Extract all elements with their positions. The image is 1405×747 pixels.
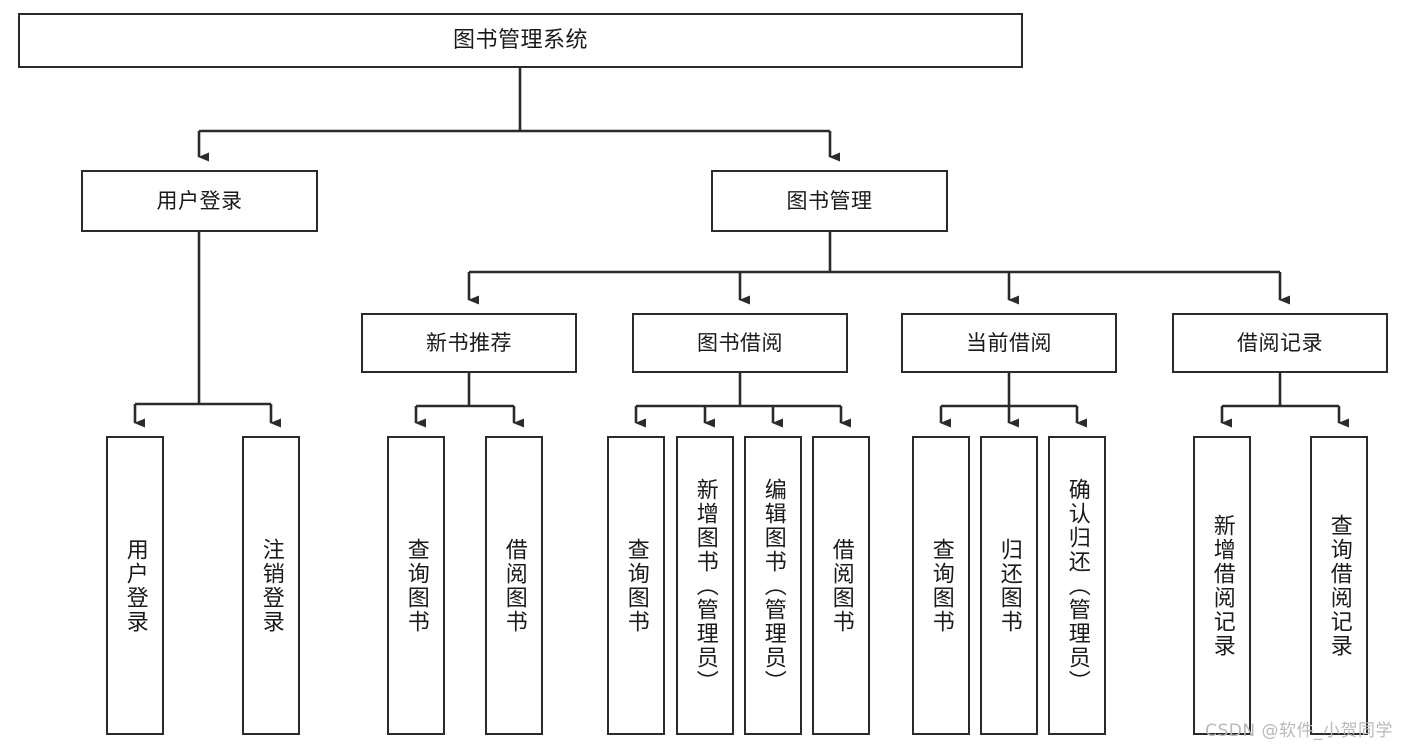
leaf-borrow-records-query-record[interactable]: 查询借阅记录 [1310,436,1368,735]
leaf-user-login-logout[interactable]: 注销登录 [242,436,300,735]
leaf-book-borrow-edit-book-admin[interactable]: 编辑图书（管理员） [744,436,802,735]
node-label: 注销登录 [258,537,284,634]
node-label: 查询图书 [403,537,429,634]
node-label: 借阅记录 [1237,330,1323,355]
leaf-current-borrow-return-book[interactable]: 归还图书 [980,436,1038,735]
node-label: 当前借阅 [966,330,1052,355]
node-label: 新书推荐 [426,330,512,355]
node-label: 用户登录 [156,188,243,213]
node-label: 确认归还（管理员） [1064,477,1090,694]
node-new-book-recommend[interactable]: 新书推荐 [361,313,577,373]
node-label: 查询图书 [928,537,954,634]
leaf-new-books-borrow-book[interactable]: 借阅图书 [485,436,543,735]
node-label: 新增借阅记录 [1209,513,1235,658]
node-current-borrow[interactable]: 当前借阅 [901,313,1117,373]
leaf-new-books-query-book[interactable]: 查询图书 [387,436,445,735]
node-label: 借阅图书 [828,537,854,634]
leaf-borrow-records-add-record[interactable]: 新增借阅记录 [1193,436,1251,735]
node-label: 查询图书 [623,537,649,634]
node-label: 用户登录 [122,537,148,634]
leaf-book-borrow-query-book[interactable]: 查询图书 [607,436,665,735]
node-label: 查询借阅记录 [1326,513,1352,658]
node-label: 编辑图书（管理员） [760,477,786,694]
node-label: 新增图书（管理员） [692,477,718,694]
leaf-book-borrow-borrow-book[interactable]: 借阅图书 [812,436,870,735]
node-book-borrow[interactable]: 图书借阅 [632,313,848,373]
node-label: 图书借阅 [697,330,783,355]
leaf-current-borrow-confirm-return-admin[interactable]: 确认归还（管理员） [1048,436,1106,735]
node-book-management[interactable]: 图书管理 [711,170,948,232]
node-root-book-management-system[interactable]: 图书管理系统 [18,13,1023,68]
node-borrow-records[interactable]: 借阅记录 [1172,313,1388,373]
node-label: 图书管理系统 [452,27,588,53]
node-label: 图书管理 [786,188,873,213]
csdn-watermark: CSDN @软件_小贺同学 [1205,721,1393,741]
leaf-book-borrow-add-book-admin[interactable]: 新增图书（管理员） [676,436,734,735]
node-label: 归还图书 [996,537,1022,634]
leaf-user-login-login[interactable]: 用户登录 [106,436,164,735]
leaf-current-borrow-query-book[interactable]: 查询图书 [912,436,970,735]
node-user-login[interactable]: 用户登录 [81,170,318,232]
node-label: 借阅图书 [501,537,527,634]
